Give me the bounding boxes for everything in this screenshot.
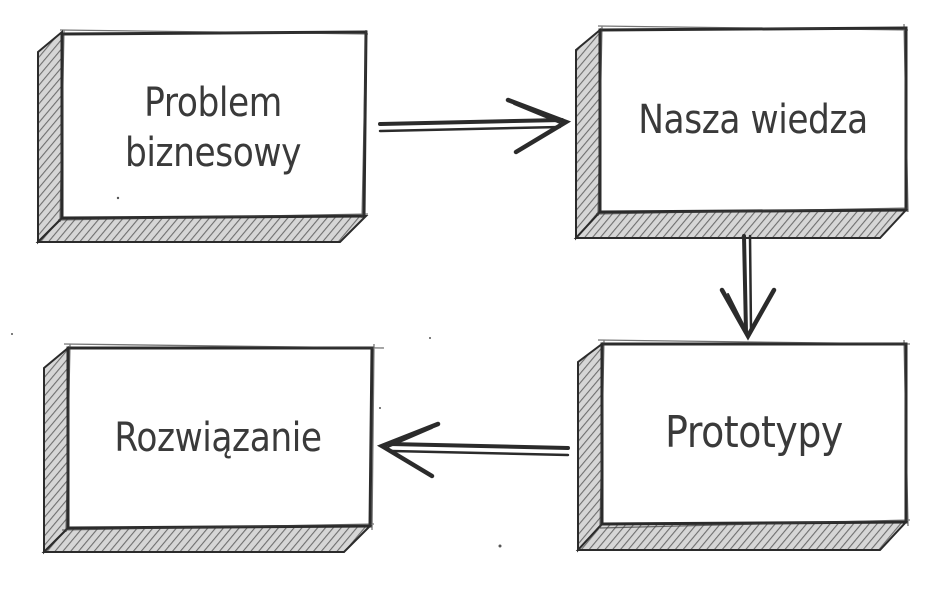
node-solution (41, 343, 385, 555)
node-label-solution: Rozwiązanie (114, 414, 322, 461)
pencil-specks (11, 196, 502, 548)
node-label-prototypes: Prototypy (665, 407, 843, 458)
node-knowledge (573, 23, 909, 241)
arrow-prototypes-to-solution (376, 421, 570, 479)
node-label-knowledge: Nasza wiedza (638, 97, 868, 143)
node-label-problem: Problem biznesowy (124, 79, 302, 176)
arrow-problem-to-knowledge (378, 97, 572, 155)
node-prototypes (575, 339, 911, 553)
arrow-knowledge-to-prototypes (719, 234, 777, 341)
node-problem (35, 29, 369, 245)
